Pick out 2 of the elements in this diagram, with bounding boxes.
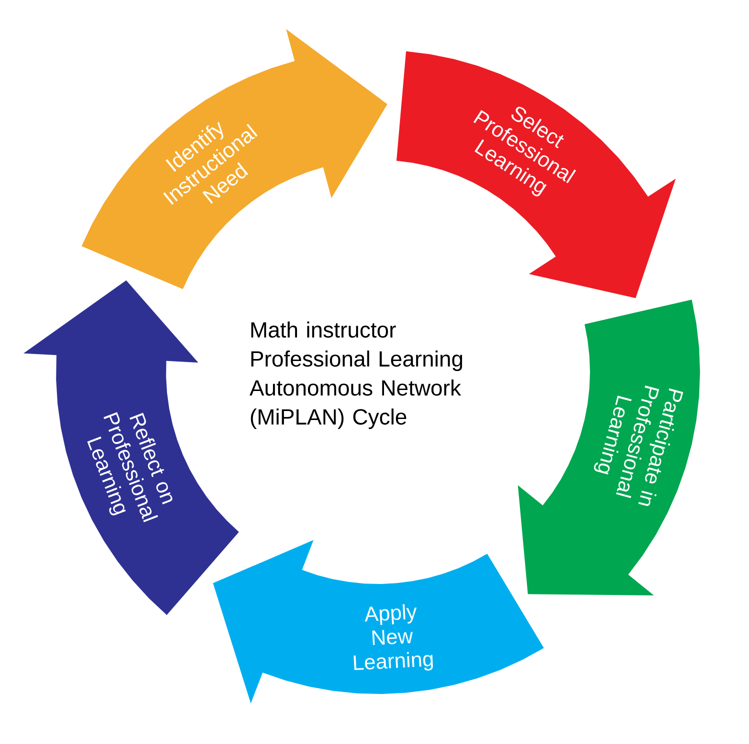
cycle-step: Apply New Learning	[213, 540, 544, 704]
center-text: Math instructor Professional Learning Autonomous Network (MiPLAN) Cycle	[250, 322, 462, 430]
